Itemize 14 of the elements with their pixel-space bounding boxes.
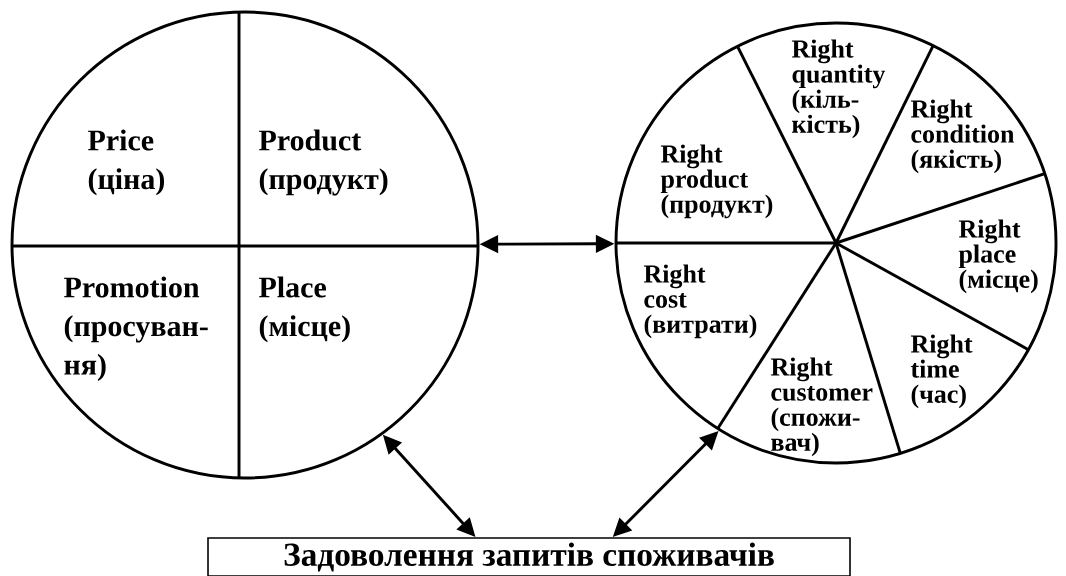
segment-label: Right condition (якість) [910,99,1015,174]
segment-label: Promotion (просуван-ня) [64,276,208,381]
segment-label: Right quantity (кіль-кість) [791,39,886,139]
segment-label: Right product (продукт) [660,144,773,219]
result-box: Задоволення запитів споживачів [207,537,851,576]
segment-label: Product (продукт) [259,129,388,196]
pie-circle [10,10,480,480]
segment-label: Place (місце) [259,276,350,343]
segment-label: Price (ціна) [88,129,165,196]
segment-label: Right cost (витрати) [643,264,757,339]
segment-label: Right customer (спожи-вач) [770,357,873,457]
segment-label: Right place (місце) [958,219,1038,294]
segment-label: Right time (час) [910,334,973,409]
pie-circle [614,21,1058,465]
